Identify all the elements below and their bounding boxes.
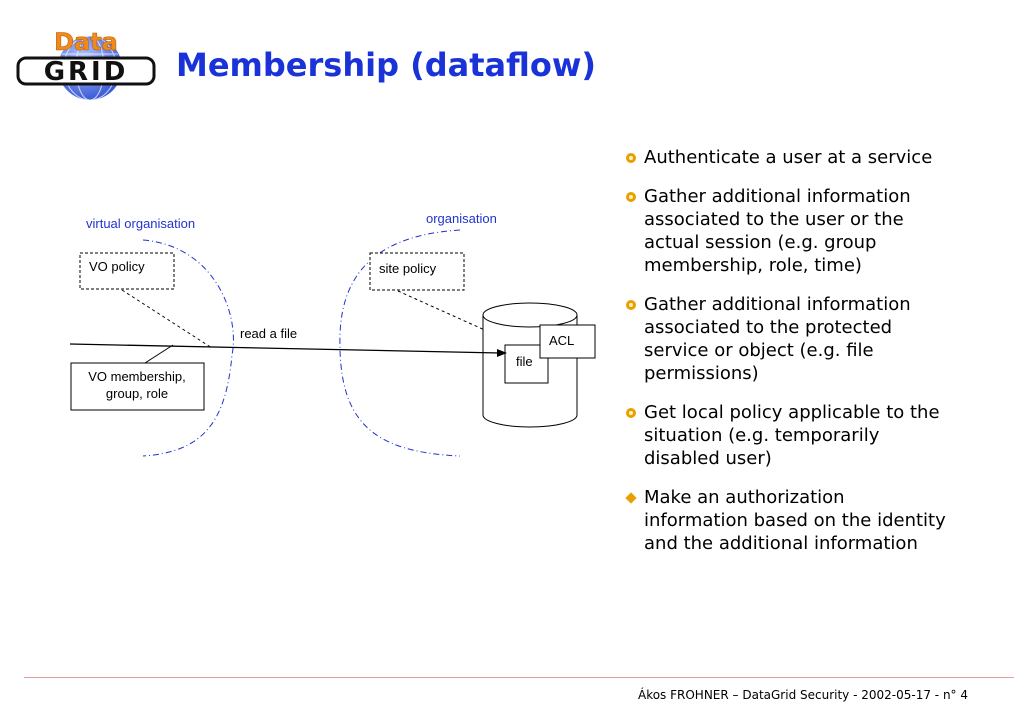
bullet-text: Get local policy applicable to the situa… [644,402,940,469]
bullet-list: Authenticate a user at a service Gather … [622,146,952,571]
file-label: file [516,354,533,369]
page-title: Membership (dataflow) [176,46,597,84]
bullet-item: Authenticate a user at a service [622,146,952,169]
site-policy-connector [397,290,499,337]
logo-bottom-text: GRID [44,57,129,87]
bullet-text: Authenticate a user at a service [644,147,933,168]
site-policy-box [369,252,465,291]
orange-diamond-bullet-icon [625,492,637,504]
vo-policy-connector [121,289,213,349]
site-policy-label: site policy [379,261,437,276]
vo-policy-label: VO policy [89,259,145,274]
read-file-arrow [69,343,501,354]
acl-label: ACL [549,333,574,348]
bullet-item: Gather additional information associated… [622,293,952,385]
bullet-item: Make an authorization information based … [622,486,952,555]
virtual-organisation-label: virtual organisation [86,216,195,231]
bullet-text: Gather additional information associated… [644,294,911,384]
vo-membership-connector [144,344,174,364]
bullet-text: Gather additional information associated… [644,186,911,276]
datagrid-logo: Data GRID [16,28,156,101]
organisation-label: organisation [426,211,497,226]
arrowhead-icon [497,349,507,357]
vo-membership-label-line1: VO membership, [88,369,186,384]
orange-circle-bullet-icon [626,300,636,310]
read-file-label: read a file [240,326,297,341]
footer-divider [24,677,1014,678]
vo-membership-box [70,362,205,411]
bullet-item: Get local policy applicable to the situa… [622,401,952,470]
orange-circle-bullet-icon [626,192,636,202]
acl-box [539,324,596,359]
orange-circle-bullet-icon [626,153,636,163]
bullet-item: Gather additional information associated… [622,185,952,277]
footer-text: Ákos FROHNER – DataGrid Security - 2002-… [637,688,968,702]
bullet-text: Make an authorization information based … [644,487,946,554]
dataflow-diagram: virtual organisation organisation VO pol… [69,211,596,457]
logo-top-text: Data [54,28,118,56]
virtual-organisation-boundary [142,239,234,457]
vo-policy-box [79,252,175,290]
organisation-boundary [339,229,461,457]
orange-circle-bullet-icon [626,408,636,418]
vo-membership-label-line2: group, role [106,386,168,401]
